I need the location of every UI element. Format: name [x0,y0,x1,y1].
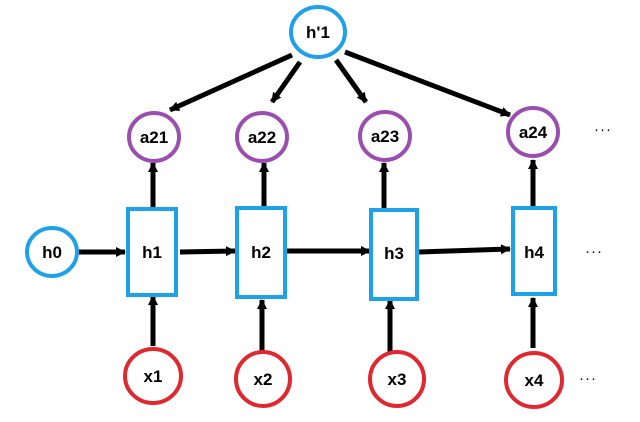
input-node-label: x3 [388,370,407,389]
context-node: h'1 [289,5,347,59]
attention-node-label: a23 [371,127,399,146]
attention-node-a22: a22 [235,111,289,163]
context-node-label: h'1 [306,23,330,42]
input-node-x2: x2 [234,350,292,408]
arrow-ctx-a22 [269,60,303,104]
attention-node-label: a21 [140,128,168,147]
chain-arrows [75,244,511,257]
hidden-box-label: h3 [384,244,404,263]
hidden-to-attention-arrows [148,159,538,208]
arrow-ctx-a24 [344,49,511,118]
attention-row-ellipsis: ··· [594,121,612,138]
arrow-ctx-a23 [333,58,369,104]
attention-node-label: a24 [519,123,548,142]
hidden-box-label: h4 [524,243,544,262]
hidden-row-ellipsis: ··· [585,243,603,260]
hidden-box-label: h2 [251,243,271,262]
hidden-box-h3: h3 [369,208,419,301]
arrow-h1-h2 [179,246,236,257]
input-node-label: x1 [144,367,163,386]
hidden-box-h1: h1 [126,207,178,297]
input-to-hidden-arrows [148,295,538,352]
attention-node-a23: a23 [358,110,412,162]
input-node-label: x4 [525,371,544,390]
input-node-x3: x3 [368,350,426,408]
arrow-h3-h4 [418,244,511,255]
hidden-box-h4: h4 [511,206,557,296]
initial-state-label: h0 [42,243,62,262]
context-arrows [168,49,511,118]
initial-state-node: h0 [25,226,79,278]
input-node-x4: x4 [504,351,564,409]
input-node-x1: x1 [123,347,183,405]
hidden-box-h2: h2 [235,206,287,299]
attention-node-a21: a21 [127,111,181,163]
attention-node-label: a22 [248,128,276,147]
input-node-label: x2 [254,370,273,389]
attention-node-a24: a24 [506,106,560,158]
arrow-ctx-a21 [168,52,294,113]
hidden-box-label: h1 [142,243,162,262]
input-row-ellipsis: ··· [579,370,597,387]
